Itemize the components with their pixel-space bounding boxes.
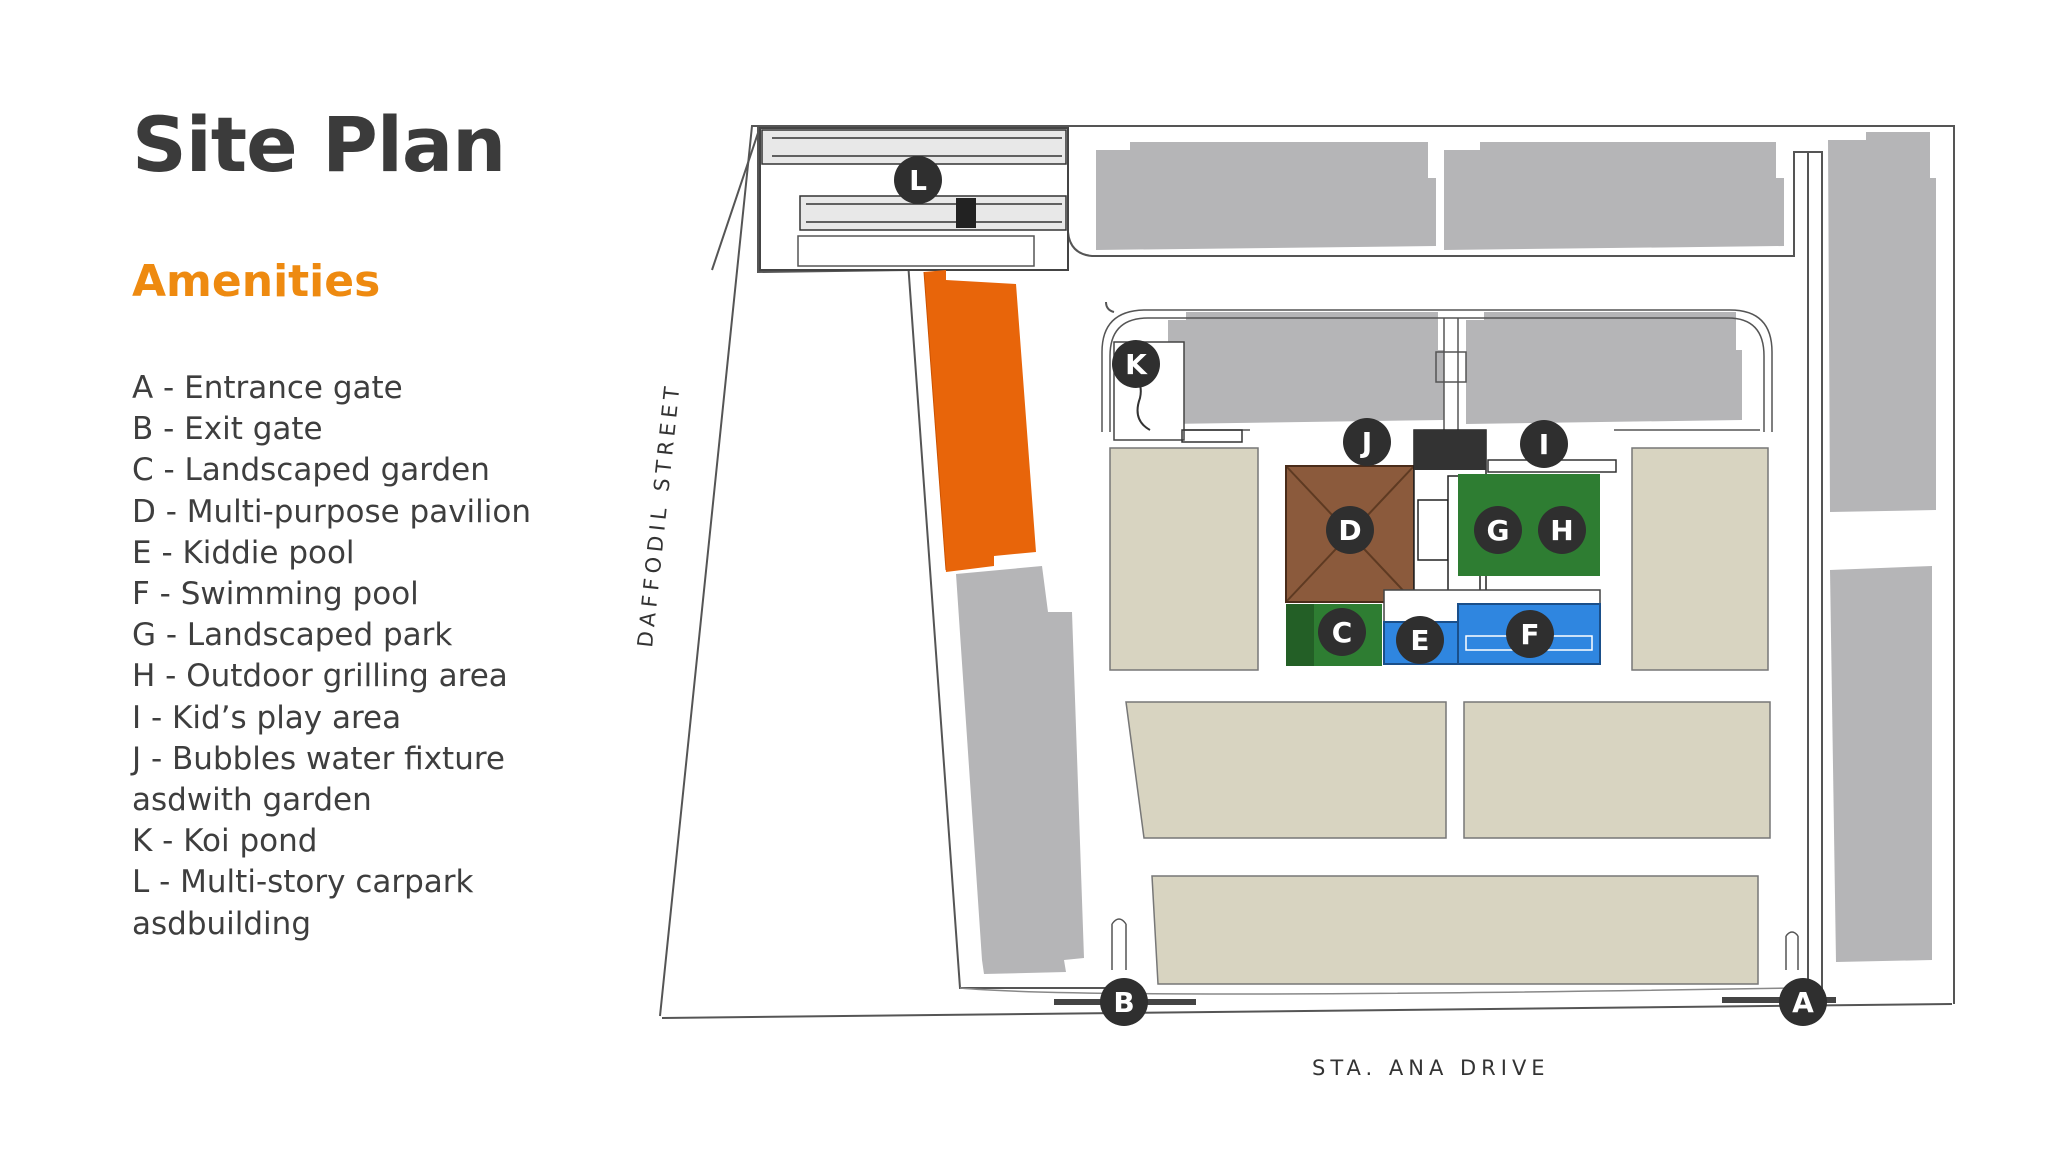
page-title: Site Plan: [132, 100, 506, 189]
marker-c: C: [1318, 608, 1366, 656]
lot-west: [1109, 447, 1259, 671]
amenity-item-g: G - Landscaped park: [132, 617, 453, 654]
residential-buildings: [956, 132, 1936, 974]
amenity-item-k: K - Koi pond: [132, 823, 318, 860]
marker-a: A: [1779, 978, 1827, 1026]
building-north-1: [1096, 142, 1436, 250]
amenity-item-l: L - Multi-story carpark: [132, 864, 474, 901]
amenity-item-l-continued: asdbuilding: [132, 905, 311, 942]
svg-text:G: G: [1487, 514, 1510, 547]
marker-h: H: [1538, 506, 1586, 554]
svg-text:E: E: [1410, 624, 1429, 657]
lot-east: [1631, 447, 1769, 671]
building-west-lower: [956, 566, 1084, 974]
amenity-item-i: I - Kid’s play area: [132, 699, 402, 736]
marker-l: L: [894, 156, 942, 204]
svg-text:A: A: [1792, 986, 1814, 1019]
amenity-item-j: J - Bubbles water fixture: [132, 740, 505, 777]
lot-south-1: [1125, 701, 1447, 839]
building-east-upper: [1828, 132, 1936, 512]
amenity-item-d: D - Multi-purpose pavilion: [132, 493, 531, 530]
svg-text:K: K: [1125, 348, 1148, 381]
marker-g: G: [1474, 506, 1522, 554]
amenity-item-h: H - Outdoor grilling area: [132, 658, 508, 695]
amenity-list: A - Entrance gate B - Exit gate C - Land…: [132, 368, 531, 945]
amenity-item-a: A - Entrance gate: [132, 370, 403, 406]
lot-south-3: [1151, 875, 1759, 985]
highlighted-building: [923, 270, 1036, 572]
street-label-daffodil: DAFFODIL STREET: [633, 381, 685, 649]
amenity-item-c: C - Landscaped garden: [132, 452, 490, 489]
building-inner-1: [1168, 312, 1444, 424]
marker-f: F: [1506, 610, 1554, 658]
marker-d: D: [1326, 506, 1374, 554]
marker-b: B: [1100, 978, 1148, 1026]
marker-j: J: [1343, 418, 1391, 466]
street-label-sta-ana: STA. ANA DRIVE: [1312, 1056, 1550, 1080]
svg-text:H: H: [1550, 514, 1573, 547]
amenity-item-f: F - Swimming pool: [132, 576, 419, 613]
lot-south-2: [1463, 701, 1771, 839]
amenities-heading: Amenities: [132, 256, 381, 307]
svg-text:F: F: [1520, 618, 1539, 651]
svg-text:B: B: [1113, 986, 1134, 1019]
svg-text:J: J: [1360, 426, 1372, 459]
carpark-building: [759, 127, 1069, 271]
amenity-item-j-continued: asdwith garden: [132, 782, 372, 819]
svg-text:C: C: [1332, 616, 1353, 649]
open-lots: [1109, 447, 1771, 985]
marker-i: I: [1520, 420, 1568, 468]
marker-k: K: [1112, 340, 1160, 388]
svg-text:D: D: [1338, 514, 1361, 547]
svg-text:I: I: [1539, 428, 1549, 461]
inner-driveway: [1101, 309, 1773, 432]
building-inner-2: [1466, 312, 1742, 424]
marker-e: E: [1396, 616, 1444, 664]
building-north-2: [1444, 142, 1784, 250]
building-east-lower: [1830, 566, 1932, 962]
amenity-item-e: E - Kiddie pool: [132, 534, 355, 571]
svg-text:L: L: [909, 164, 927, 197]
amenity-item-b: B - Exit gate: [132, 411, 323, 448]
central-amenities: [1113, 341, 1617, 666]
